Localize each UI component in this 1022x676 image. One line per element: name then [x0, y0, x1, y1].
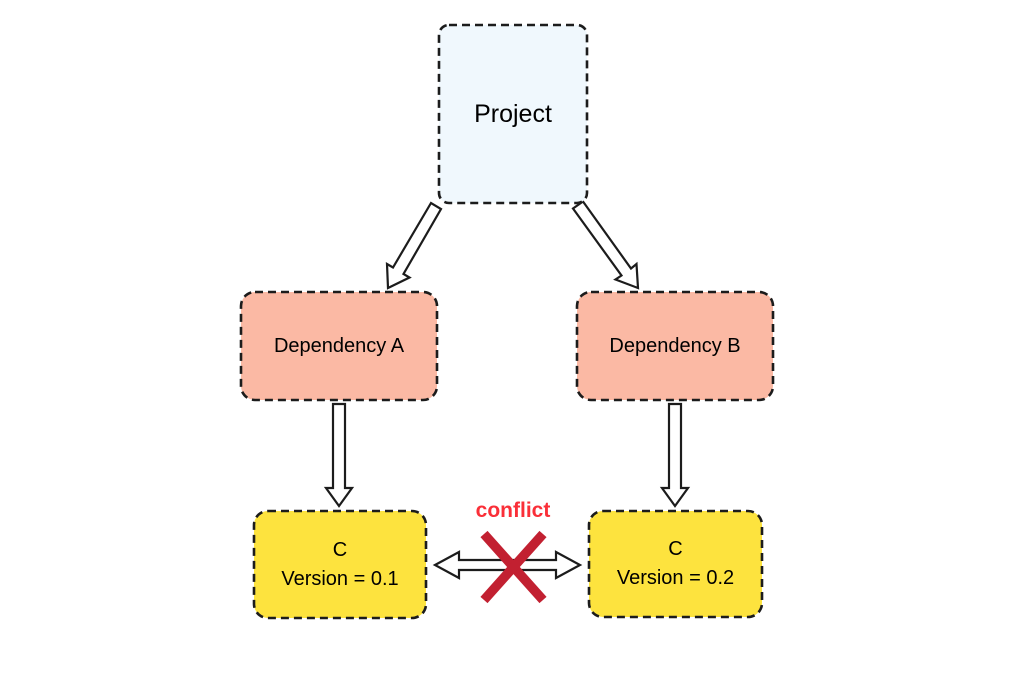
arrow-project-to-dependency-b: [571, 199, 640, 290]
node-project-box: [437, 23, 589, 205]
node-dependency-a-box: [239, 290, 439, 402]
node-c-v02-box: [587, 509, 764, 619]
arrow-project-to-dependency-a: [385, 201, 443, 290]
arrow-dependency-a-to-c1: [323, 402, 355, 508]
arrow-dependency-b-to-c2: [659, 402, 691, 508]
node-c-v01-box: [252, 509, 428, 620]
conflict-cross-icon: [480, 530, 547, 604]
conflict-cross-stroke-2: [480, 530, 547, 604]
node-dependency-b-box: [575, 290, 775, 402]
